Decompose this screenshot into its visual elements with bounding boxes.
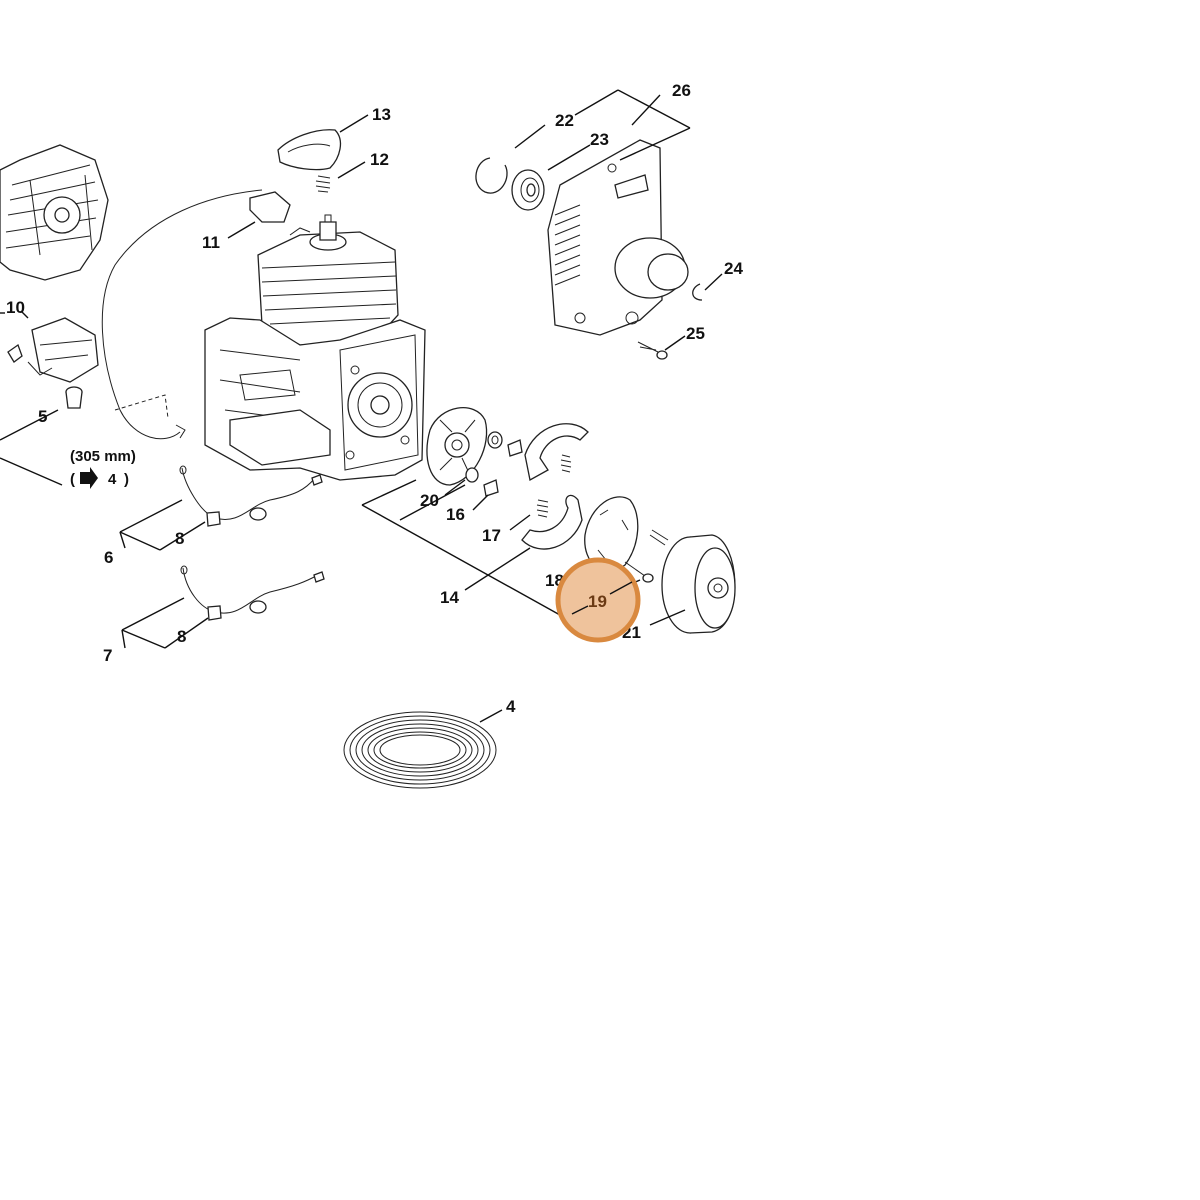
callout-25[interactable]: 25 xyxy=(686,324,705,343)
length-note: (305 mm) ( 4 ) xyxy=(70,448,136,489)
circlip-small-part[interactable] xyxy=(692,283,703,301)
screw-19-part[interactable] xyxy=(624,529,669,583)
screw-part[interactable] xyxy=(637,341,668,360)
ref-open-paren: ( xyxy=(70,471,75,488)
leader-lines xyxy=(0,89,723,723)
callout-12[interactable]: 12 xyxy=(370,150,389,169)
callout-24[interactable]: 24 xyxy=(724,259,743,278)
callout-8a[interactable]: 8 xyxy=(175,529,184,548)
callout-22[interactable]: 22 xyxy=(555,111,574,130)
cap-part[interactable] xyxy=(277,129,342,171)
clutch-shoe-top-part[interactable] xyxy=(524,423,589,482)
ref-num: 4 xyxy=(108,471,117,488)
ball-bearing-part[interactable] xyxy=(511,169,545,211)
callout-6[interactable]: 6 xyxy=(104,548,113,567)
callout-14[interactable]: 14 xyxy=(440,588,459,607)
washer-part[interactable] xyxy=(465,431,503,483)
highlight-circle[interactable] xyxy=(555,557,641,643)
rewind-spring-part[interactable] xyxy=(343,711,497,789)
callout-19[interactable]: 19 xyxy=(588,592,607,611)
callout-7[interactable]: 7 xyxy=(103,646,112,665)
callout-26[interactable]: 26 xyxy=(672,81,691,100)
ref-close-paren: ) xyxy=(124,471,129,488)
bushing-part[interactable] xyxy=(483,439,523,497)
callout-16[interactable]: 16 xyxy=(446,505,465,524)
length-note-text: (305 mm) xyxy=(70,448,136,465)
callout-17[interactable]: 17 xyxy=(482,526,501,545)
callout-11[interactable]: 11 xyxy=(202,233,220,252)
flywheel-part[interactable] xyxy=(0,144,109,281)
clutch-drum-part[interactable] xyxy=(661,534,736,634)
callout-8b[interactable]: 8 xyxy=(177,627,186,646)
callout-5[interactable]: 5 xyxy=(38,407,47,426)
ignition-lead-part[interactable] xyxy=(101,189,263,440)
spring-top-part[interactable] xyxy=(560,454,572,473)
callout-13[interactable]: 13 xyxy=(372,105,391,124)
ignition-module-part[interactable] xyxy=(7,317,99,383)
arrow-right-icon xyxy=(80,467,98,489)
callout-23[interactable]: 23 xyxy=(590,130,609,149)
spring-bottom-part[interactable] xyxy=(536,499,549,518)
clutch-housing-part[interactable] xyxy=(547,139,689,336)
clutch-shoe-bottom-part[interactable] xyxy=(521,494,583,550)
clutch-carrier-part[interactable] xyxy=(426,407,488,486)
circlip-part[interactable] xyxy=(475,157,508,194)
callout-20[interactable]: 20 xyxy=(420,491,439,510)
highlight-marker[interactable]: 19 xyxy=(555,557,641,643)
callout-labels: 13 12 11 10 5 26 22 23 24 25 20 16 17 18… xyxy=(6,81,743,716)
engine-block-part[interactable] xyxy=(204,214,426,481)
callout-4[interactable]: 4 xyxy=(506,697,516,716)
terminal-part[interactable] xyxy=(249,191,291,223)
short-circuit-wire-6-part[interactable] xyxy=(179,465,323,527)
callout-10[interactable]: 10 xyxy=(6,298,25,317)
spark-plug-boot-part[interactable] xyxy=(65,386,83,409)
short-circuit-wire-7-part[interactable] xyxy=(180,565,325,621)
spring-part[interactable] xyxy=(315,175,331,193)
